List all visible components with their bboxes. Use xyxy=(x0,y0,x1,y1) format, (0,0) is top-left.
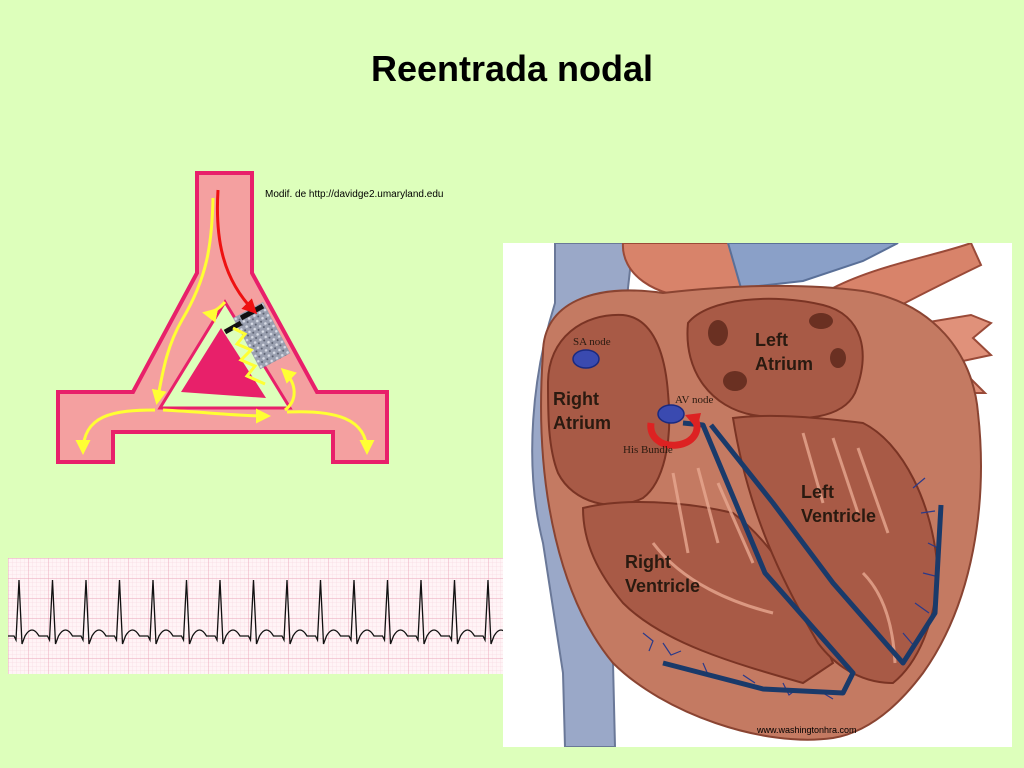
reentry-circle-arrow xyxy=(647,413,701,449)
av-node-label: AV node xyxy=(675,394,714,406)
yellow-arrow-right-up xyxy=(280,367,297,412)
right-ventricle-chamber xyxy=(581,501,835,685)
left-ventricle-label: Left Ventricle xyxy=(801,482,876,526)
block-bar-bottom xyxy=(223,320,243,335)
yellow-arrow-base xyxy=(162,408,271,424)
his-bundle-label: His Bundle xyxy=(623,444,673,456)
atrium-spots xyxy=(708,313,846,391)
his-purkinje-bundles xyxy=(662,420,944,696)
node-triangle xyxy=(181,328,266,398)
red-arrow xyxy=(215,189,258,315)
right-atrium-label: Right Atrium xyxy=(553,389,611,433)
yellow-arrow-top xyxy=(202,300,227,323)
reentry-pathway-diagram xyxy=(56,171,389,464)
right-ventricle-label: Right Ventricle xyxy=(625,552,700,596)
source-credit-top: Modif. de http://davidge2.umaryland.edu xyxy=(265,189,444,200)
yellow-arrow-right-branch xyxy=(286,410,375,455)
yellow-zigzag xyxy=(232,326,266,386)
source-credit-bottom: www.washingtonhra.com xyxy=(757,725,857,735)
sa-node-label: SA node xyxy=(573,336,611,348)
slide-title: Reentrada nodal xyxy=(370,48,654,89)
av-node-dot xyxy=(657,404,685,424)
sa-node-dot xyxy=(572,349,600,369)
conduction-block xyxy=(233,302,291,370)
yellow-arrow-descending xyxy=(151,197,215,405)
heart-conduction-illustration: SA node AV node His Bundle Right Atrium … xyxy=(503,243,1012,747)
ecg-trace xyxy=(8,579,508,645)
yellow-arrow-left-branch xyxy=(75,408,156,455)
left-atrium-label: Left Atrium xyxy=(755,330,813,374)
ecg-strip xyxy=(8,558,508,674)
papillary-strands xyxy=(651,432,897,664)
